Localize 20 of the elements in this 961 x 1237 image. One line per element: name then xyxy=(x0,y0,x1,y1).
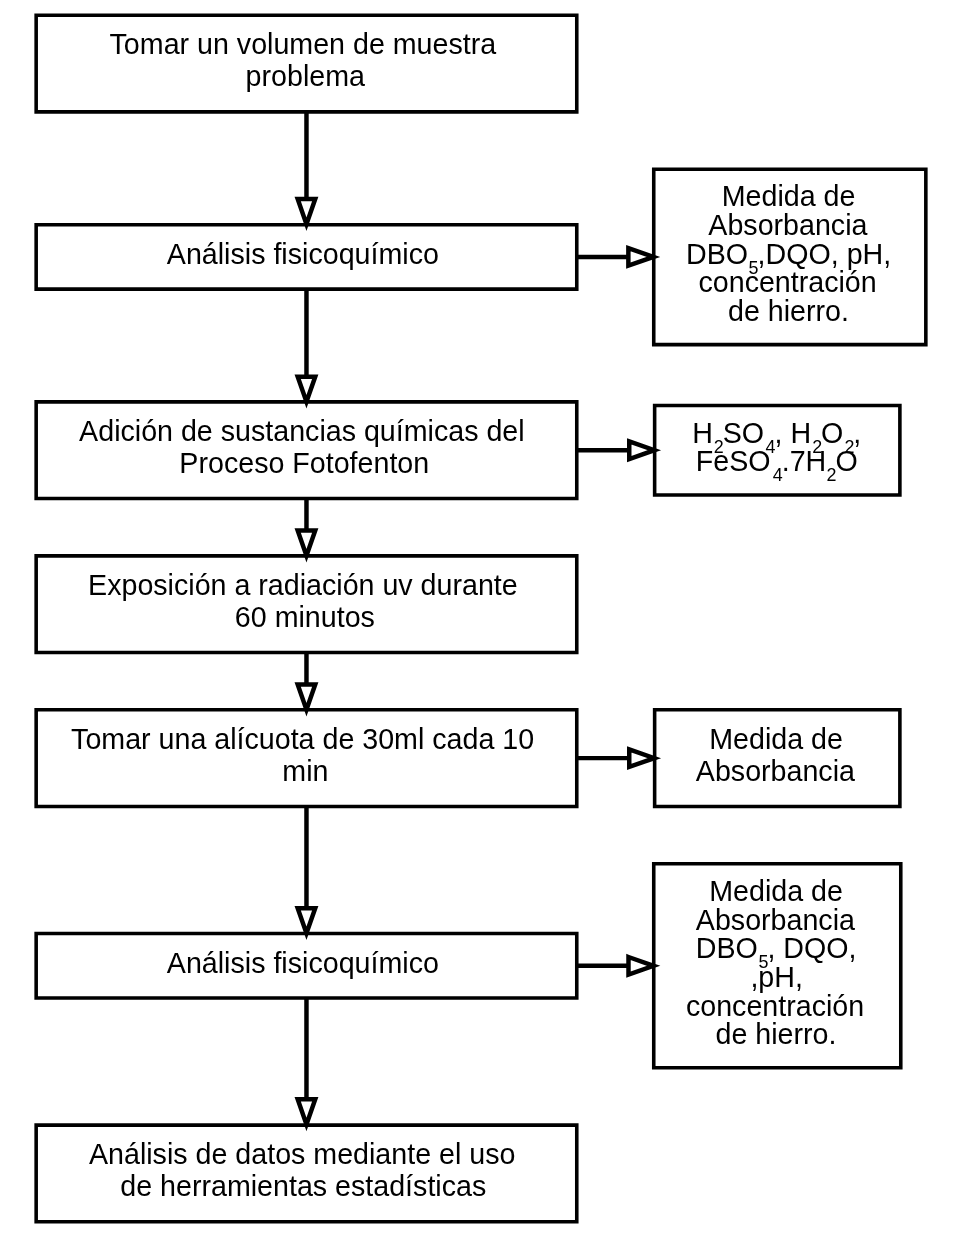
node-box: Adición de sustancias químicas del Proceso Fotofenton xyxy=(33,400,579,501)
arrow xyxy=(576,244,660,269)
arrow xyxy=(294,289,318,409)
node-box: Medida de Absorbancia DBO$_{5}$, DQO, ,pH, concentración de hierro. xyxy=(651,861,903,1070)
arrow xyxy=(576,953,660,978)
node-box: Tomar una alícuota de 30ml cada 10 min xyxy=(33,708,579,809)
node-box: Medida de Absorbancia DBO$_{5}$,DQO, pH, concentración de hierro. xyxy=(651,167,928,347)
node-box: Análisis fisicoquímico xyxy=(33,222,579,291)
node-box: Análisis de datos mediante el uso de herramientas estadísticas xyxy=(33,1123,579,1224)
node-box: Medida de Absorbancia xyxy=(652,708,902,809)
node-box: Tomar un volumen de muestra problema xyxy=(33,13,579,114)
arrow xyxy=(294,652,318,717)
node-box: Análisis fisicoquímico xyxy=(33,931,579,1000)
node-box: Exposición a radiación uv durante 60 minutos xyxy=(33,554,579,655)
arrow xyxy=(294,806,318,940)
arrow xyxy=(294,998,318,1132)
arrow xyxy=(576,746,661,771)
arrow xyxy=(576,438,661,463)
arrow xyxy=(294,112,318,231)
arrow xyxy=(294,498,318,563)
